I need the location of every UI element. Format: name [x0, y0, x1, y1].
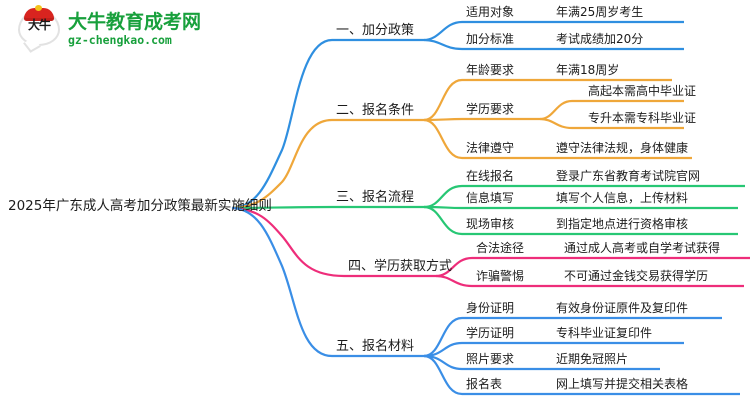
connector-root-branch-1	[231, 38, 333, 210]
connector-b3-c3	[423, 205, 463, 236]
connector-b4-c2	[435, 274, 473, 288]
connector-root-branch-4	[231, 206, 345, 278]
branch-1-child-2-leaf-1[interactable]: 考试成绩加20分	[556, 32, 644, 46]
connector-b1-c1	[423, 20, 463, 42]
branch-2-child-2[interactable]: 学历要求	[466, 102, 515, 116]
branch-3-child-2-leaf-1[interactable]: 填写个人信息，上传材料	[556, 191, 689, 205]
branch-4-child-1-leaf-1[interactable]: 通过成人高考或自学考试获得	[564, 241, 721, 255]
branch-5-child-4-leaf-1[interactable]: 网上填写并提交相关表格	[556, 377, 689, 391]
branch-3-child-3-leaf-1[interactable]: 到指定地点进行资格审核	[556, 217, 689, 231]
branch-1-child-2[interactable]: 加分标准	[466, 32, 515, 46]
branch-1-child-1[interactable]: 适用对象	[466, 5, 515, 19]
branch-3-child-1-leaf-1[interactable]: 登录广东省教育考试院官网	[556, 169, 701, 183]
connector-b2-c2	[423, 117, 463, 122]
branch-5-child-2[interactable]: 学历证明	[466, 326, 515, 340]
connector-root-branch-5	[231, 206, 333, 358]
branch-node-4[interactable]: 四、学历获取方式	[348, 259, 453, 274]
daniu-speech-bubble-logo-icon: 大牛	[18, 5, 62, 53]
connector-root-branch-2	[231, 118, 333, 210]
connector-b1-c2	[423, 38, 463, 51]
branch-5-child-3[interactable]: 照片要求	[466, 352, 515, 366]
branch-node-1[interactable]: 一、加分政策	[336, 23, 415, 38]
logo-text-block: 大牛教育成考网 gz-chengkao.com	[68, 10, 202, 47]
branch-3-child-3[interactable]: 现场审核	[466, 217, 515, 231]
connector-b2-c2-g1	[539, 99, 573, 121]
connector-b3-c1	[423, 184, 463, 209]
red-cap-icon	[24, 5, 54, 21]
branch-5-child-1[interactable]: 身份证明	[466, 301, 515, 315]
branch-2-child-1[interactable]: 年龄要求	[466, 63, 515, 77]
branch-node-2[interactable]: 二、报名条件	[336, 103, 415, 118]
branch-5-child-3-leaf-1[interactable]: 近期免冠照片	[556, 352, 629, 366]
mindmap-root-node[interactable]: 2025年广东成人高考加分政策最新实施细则	[8, 198, 272, 214]
connector-b2-c1	[423, 78, 463, 122]
branch-3-child-2[interactable]: 信息填写	[466, 191, 515, 205]
branch-node-5[interactable]: 五、报名材料	[336, 339, 415, 354]
logo-domain: gz-chengkao.com	[68, 32, 172, 47]
branch-5-child-1-leaf-1[interactable]: 有效身份证原件及复印件	[556, 301, 689, 315]
connector-b2-c2-g2	[539, 117, 573, 130]
branch-3-child-1[interactable]: 在线报名	[466, 169, 515, 183]
branch-4-child-2[interactable]: 诈骗警惕	[476, 269, 525, 283]
branch-node-3[interactable]: 三、报名流程	[336, 190, 415, 205]
branch-5-child-4[interactable]: 报名表	[466, 377, 503, 391]
branch-2-child-2-leaf-2[interactable]: 专升本需专科毕业证	[588, 111, 697, 125]
branch-2-child-3[interactable]: 法律遵守	[466, 141, 515, 155]
site-logo: 大牛 大牛教育成考网 gz-chengkao.com	[18, 5, 202, 53]
branch-2-child-2-leaf-1[interactable]: 高起本需高中毕业证	[588, 84, 697, 98]
branch-2-child-3-leaf-1[interactable]: 遵守法律法规，身体健康	[556, 141, 689, 155]
logo-mark-text: 大牛	[27, 18, 51, 32]
branch-4-child-2-leaf-1[interactable]: 不可通过金钱交易获得学历	[564, 269, 709, 283]
branch-5-child-2-leaf-1[interactable]: 专科毕业证复印件	[556, 326, 653, 340]
connector-b2-c3	[423, 118, 463, 160]
branch-1-child-1-leaf-1[interactable]: 年满25周岁考生	[556, 5, 644, 19]
branch-4-child-1[interactable]: 合法途径	[476, 241, 525, 255]
connector-b5-c4	[423, 354, 463, 396]
logo-title: 大牛教育成考网	[68, 10, 202, 33]
branch-2-child-1-leaf-1[interactable]: 年满18周岁	[556, 63, 620, 77]
